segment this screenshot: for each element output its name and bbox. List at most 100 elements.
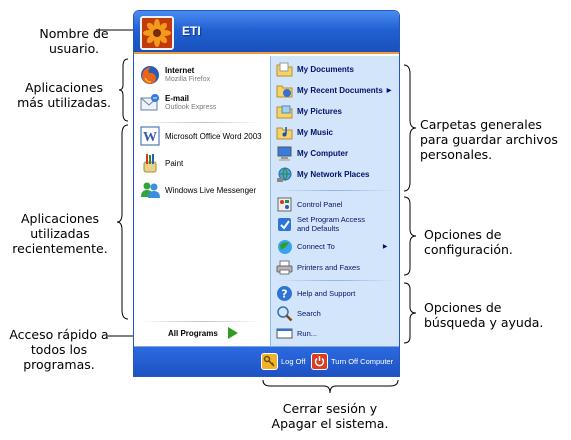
recent-label: Paint: [165, 158, 184, 168]
user-name: ETI: [182, 24, 201, 38]
note-line: configuración.: [424, 242, 513, 257]
word-icon: W: [140, 126, 160, 146]
places-column: My Documents My Recent Documents ▶ My Pi…: [270, 56, 399, 348]
paint-icon: [143, 154, 157, 173]
flower-icon[interactable]: [140, 16, 174, 50]
config-bracket: [403, 196, 417, 276]
music-folder-icon: [276, 127, 293, 140]
place-label: My Music: [297, 128, 334, 137]
user-header: ETI: [134, 11, 399, 54]
most-used-bracket: [118, 58, 129, 122]
place-label: My Computer: [297, 149, 349, 158]
log-off-button[interactable]: Log Off: [261, 353, 305, 370]
place-my-music[interactable]: My Music: [276, 124, 333, 141]
place-my-computer[interactable]: My Computer: [276, 145, 348, 162]
power-icon: [311, 353, 328, 370]
note-line: Aplicaciones: [20, 211, 100, 226]
note-line: utilizadas: [30, 226, 90, 241]
most-used-note: Aplicaciones más utilizadas.: [8, 80, 120, 110]
connect-icon: [278, 240, 292, 254]
help-label: Run...: [297, 329, 318, 338]
outlook-express-icon: [140, 94, 159, 111]
recent-messenger[interactable]: Windows Live Messenger: [139, 179, 256, 201]
setting-connect-to[interactable]: Connect To ▶: [276, 238, 387, 255]
folder-icon: [276, 62, 293, 77]
help-bracket: [403, 282, 417, 344]
user-name-note: Nombre de usuario.: [18, 26, 130, 56]
help-icon: ?: [277, 286, 292, 301]
submenu-arrow-icon: ▶: [386, 88, 392, 94]
setting-label: Printers and Faxes: [297, 263, 360, 272]
recent-paint[interactable]: Paint: [139, 152, 183, 174]
session-footer: Log Off Turn Off Computer: [134, 346, 399, 376]
key-icon: [261, 353, 278, 370]
pictures-folder-icon: [276, 105, 293, 119]
setting-program-access[interactable]: Set Program Access and Defaults: [276, 215, 379, 233]
session-bracket: [262, 379, 399, 394]
messenger-icon: [141, 182, 160, 198]
divider: [277, 280, 394, 281]
pinned-title: Internet: [165, 66, 195, 75]
place-label: My Network Places: [297, 170, 370, 179]
place-my-recent-documents[interactable]: My Recent Documents ▶: [276, 82, 391, 99]
note-line: todos los: [30, 342, 88, 357]
setting-printers-faxes[interactable]: Printers and Faxes: [276, 259, 360, 276]
note-line: recientemente.: [12, 241, 108, 256]
note-line: Carpetas generales: [420, 117, 542, 132]
svg-text:?: ?: [281, 288, 287, 301]
control-panel-icon: [277, 197, 292, 212]
folders-bracket: [403, 64, 417, 192]
note-line: Opciones de: [424, 300, 502, 315]
run[interactable]: Run...: [276, 325, 317, 342]
divider: [140, 321, 264, 322]
note-line: Nombre de: [39, 26, 109, 41]
note-line: búsqueda y ayuda.: [424, 315, 544, 330]
place-my-pictures[interactable]: My Pictures: [276, 103, 342, 120]
note-line: usuario.: [48, 41, 100, 56]
computer-icon: [277, 146, 292, 161]
note-line: Opciones de: [424, 227, 502, 242]
recent-label: Windows Live Messenger: [165, 185, 257, 195]
recent-documents-icon: [276, 85, 293, 98]
setting-label: Connect To: [297, 242, 335, 251]
turn-off-label: Turn Off Computer: [331, 357, 394, 366]
all-programs-button[interactable]: All Programs: [168, 327, 238, 339]
program-access-icon: [278, 217, 291, 231]
place-label: My Recent Documents: [297, 86, 383, 95]
recent-word[interactable]: W Microsoft Office Word 2003: [139, 125, 262, 147]
place-label: My Pictures: [297, 107, 342, 116]
run-icon: [276, 328, 293, 339]
help-label: Search: [297, 309, 321, 318]
printer-icon: [276, 260, 293, 275]
firefox-icon: [141, 66, 159, 84]
pinned-email[interactable]: E-mail Outlook Express: [139, 92, 216, 114]
turn-off-button[interactable]: Turn Off Computer: [311, 353, 393, 370]
config-note: Opciones de configuración.: [424, 227, 544, 257]
pinned-internet[interactable]: Internet Mozilla Firefox: [139, 64, 210, 86]
network-icon: [277, 167, 292, 182]
start-menu: ETI Internet Mozilla Firefox E-mail: [133, 10, 400, 377]
programs-column: Internet Mozilla Firefox E-mail Outlook …: [134, 56, 270, 348]
divider: [277, 190, 394, 191]
place-my-network-places[interactable]: My Network Places: [276, 166, 369, 183]
setting-control-panel[interactable]: Control Panel: [276, 196, 342, 213]
help-note: Opciones de búsqueda y ayuda.: [424, 300, 554, 330]
search-icon: [277, 306, 293, 322]
note-line: Acceso rápido a: [9, 327, 109, 342]
note-line: más utilizadas.: [17, 95, 111, 110]
help-label: Help and Support: [297, 289, 356, 298]
divider: [140, 122, 264, 123]
note-line: personales.: [420, 147, 493, 162]
all-programs-label: All Programs: [168, 328, 218, 338]
folders-note: Carpetas generales para guardar archivos…: [420, 117, 570, 162]
play-arrow-icon: [227, 327, 238, 339]
session-note: Cerrar sesión y Apagar el sistema.: [255, 401, 405, 431]
svg-text:W: W: [143, 130, 157, 145]
recent-bracket: [116, 124, 129, 320]
help-and-support[interactable]: ? Help and Support: [276, 285, 355, 302]
search[interactable]: Search: [276, 305, 321, 322]
log-off-label: Log Off: [281, 357, 306, 366]
all-programs-note: Acceso rápido a todos los programas.: [4, 327, 114, 372]
place-my-documents[interactable]: My Documents: [276, 61, 354, 78]
setting-label: Control Panel: [297, 200, 343, 209]
